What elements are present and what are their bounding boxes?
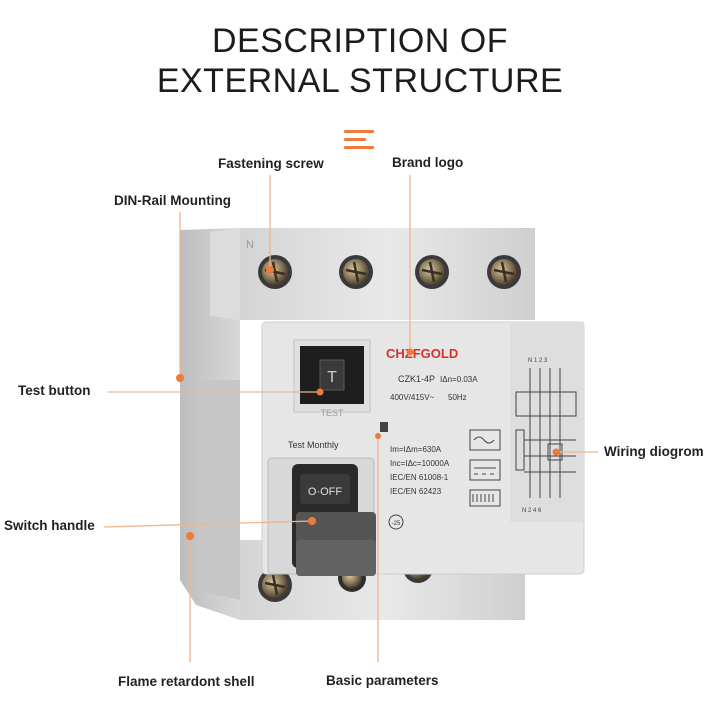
rating-label: CHZFGOLD CZK1-4P IΔn=0.03A 400V/415V~ 50… xyxy=(380,346,501,530)
param-line-2: Inc=IΔc=10000A xyxy=(390,459,450,468)
param-line-4: IEC/EN 62423 xyxy=(390,487,442,496)
callout-label-test-button: Test button xyxy=(18,383,91,398)
top-screws xyxy=(258,255,521,289)
menu-lines-icon xyxy=(344,128,374,152)
page-title-line-1: DESCRIPTION OF xyxy=(211,22,509,60)
side-shell xyxy=(180,228,240,620)
frequency-text: 50Hz xyxy=(448,393,467,402)
callout-label-din-rail-mounting: DIN-Rail Mounting xyxy=(114,193,231,208)
callout-label-basic-parameters: Basic parameters xyxy=(326,673,439,688)
dc-type-symbol xyxy=(469,489,501,507)
trip-indicator xyxy=(380,422,388,432)
model-text: CZK1-4P xyxy=(398,374,435,384)
temp-mark: -25 xyxy=(392,521,401,527)
rated-current-text: IΔn=0.03A xyxy=(440,375,478,384)
param-line-3: IEC/EN 61008-1 xyxy=(390,473,449,482)
terminal-marks-bottom: N 2 4 6 xyxy=(522,508,542,514)
voltage-text: 400V/415V~ xyxy=(390,393,435,402)
test-monthly-text: Test Monthly xyxy=(288,440,339,450)
param-line-1: Im=IΔm=630A xyxy=(390,445,442,454)
callout-label-brand-logo: Brand logo xyxy=(392,155,464,170)
callout-line-switch-handle xyxy=(103,520,313,528)
wiring-diagram-graphic: N 1 2 3 N 2 4 6 xyxy=(515,358,577,514)
test-key-letter: T xyxy=(327,369,337,386)
brand-logo-text: CHZFGOLD xyxy=(386,346,458,361)
callout-label-wiring-diagram: Wiring diogrom xyxy=(604,444,704,459)
callout-label-flame-retardant-shell: Flame retardont shell xyxy=(118,674,255,689)
ac-type-symbol xyxy=(469,429,501,451)
terminal-marks-top: N 1 2 3 xyxy=(528,358,548,364)
page-title-line-2: EXTERNAL STRUCTURE xyxy=(156,62,564,100)
switch-handle-graphic: Test Monthly O·OFF xyxy=(267,440,376,576)
test-label: TEST xyxy=(320,408,344,418)
callout-lines xyxy=(103,175,598,662)
terminal-letter-n: N xyxy=(246,239,254,251)
switch-state-text: O·OFF xyxy=(308,486,342,498)
a-type-symbol xyxy=(469,459,501,481)
callout-label-fastening-screw: Fastening screw xyxy=(218,156,324,171)
callout-label-switch-handle: Switch handle xyxy=(4,518,95,533)
test-button-graphic: T TEST xyxy=(293,339,371,418)
